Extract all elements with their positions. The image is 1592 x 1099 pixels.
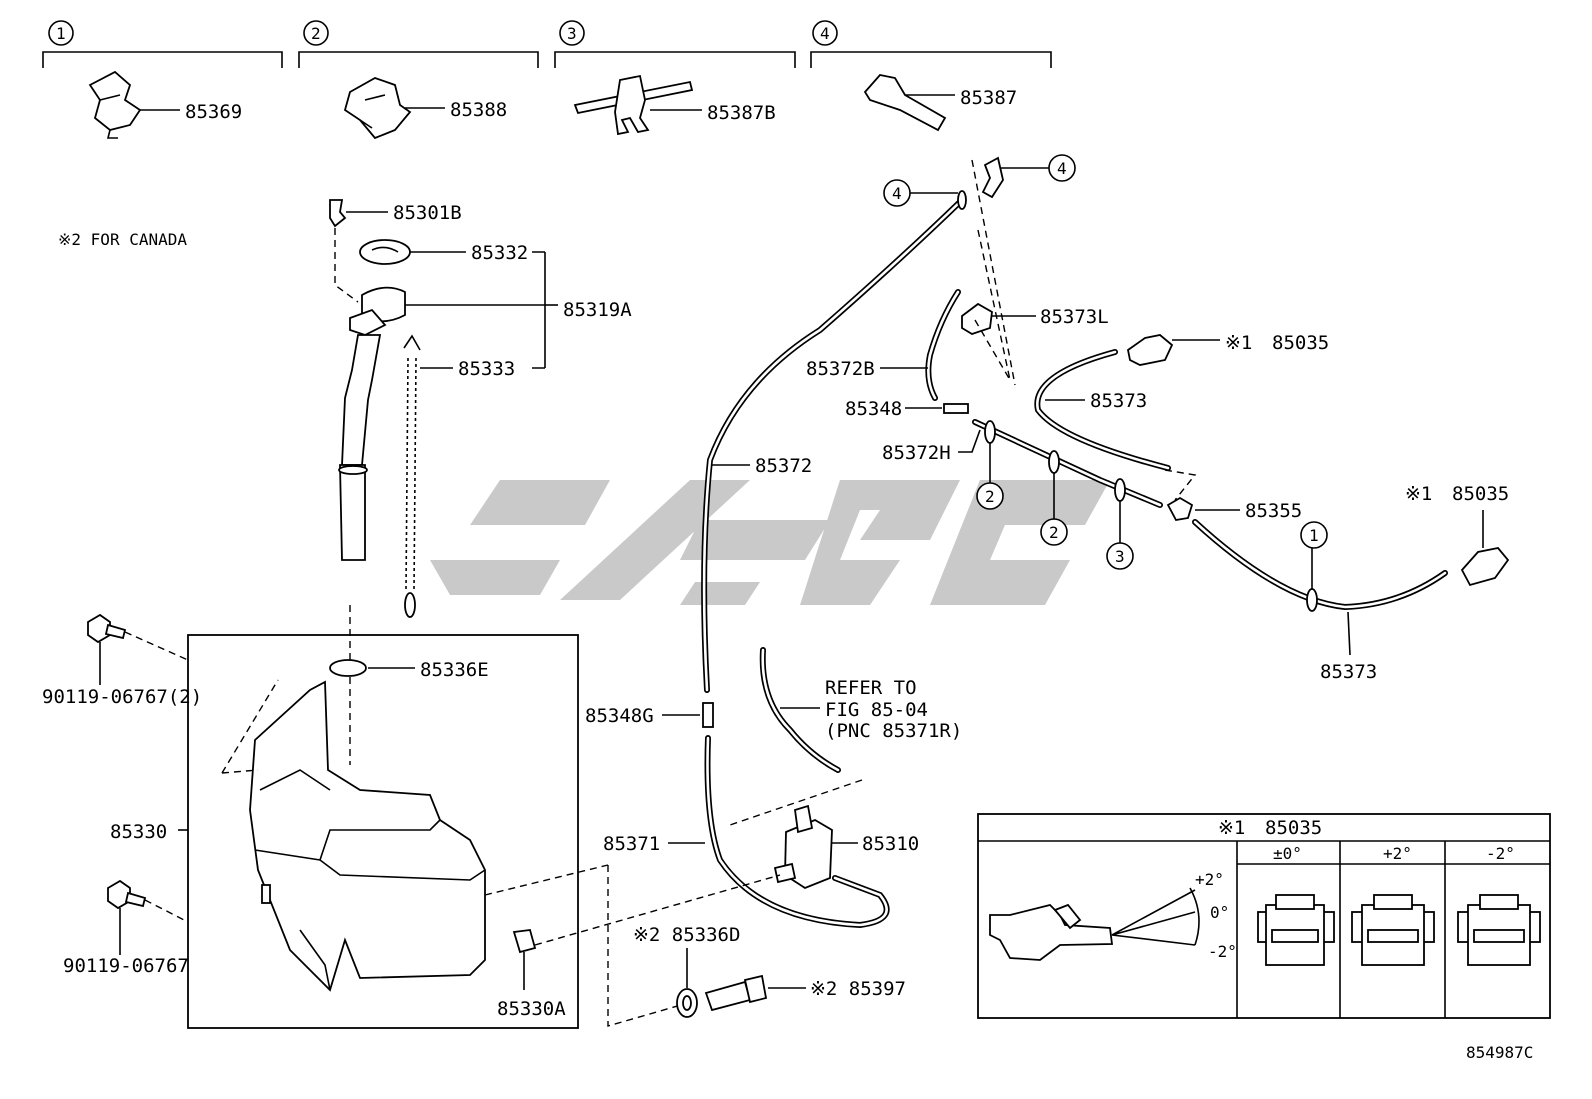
group-2-number: 2: [311, 24, 321, 43]
hose-85373-bottom: 1 85373: [1192, 519, 1448, 683]
hose-85373-top: 85373: [1034, 349, 1197, 501]
bolt-upper: 90119-06767(2): [42, 613, 202, 708]
group-4-number: 4: [820, 24, 830, 43]
inset-col-1: +2°: [1383, 844, 1412, 863]
connector-85348: 85348: [845, 398, 969, 420]
group-4: 4: [810, 20, 1052, 68]
tank-box: 85336E 85330 85330A: [110, 634, 579, 1029]
callout-2a-number: 2: [985, 487, 995, 506]
clip-85387: 85387: [863, 74, 1017, 132]
inset-nozzle-2: [1457, 894, 1541, 966]
label-85035-a: 85035: [1272, 332, 1329, 354]
inset-angle-minus: -2°: [1208, 942, 1237, 961]
hose-85372B: 85372B: [806, 289, 961, 401]
hose-refer: REFER TO FIG 85-04 (PNC 85371R): [729, 647, 962, 826]
callout-4a-number: 4: [892, 184, 902, 203]
label-85397: ※2 85397: [810, 978, 906, 1000]
watermark-logo: [430, 480, 1110, 605]
label-85333: 85333: [458, 358, 515, 380]
group-3: 3: [554, 20, 796, 68]
label-85372H: 85372H: [882, 442, 951, 464]
inset-col-0: ±0°: [1273, 844, 1302, 863]
inset-nozzle-1: [1351, 894, 1435, 966]
label-85332: 85332: [471, 242, 528, 264]
nozzle-85035-right: ※1 85035: [1405, 483, 1509, 587]
inset-col-2: -2°: [1486, 844, 1515, 863]
group-2: 2: [298, 20, 539, 68]
refer-line-3: (PNC 85371R): [825, 720, 962, 742]
label-85373L: 85373L: [1040, 306, 1109, 328]
label-85301B: 85301B: [393, 202, 462, 224]
pump-85310: 85310: [773, 804, 919, 890]
label-85388: 85388: [450, 99, 507, 121]
figure-code: 854987C: [1466, 1043, 1533, 1062]
leader-lines: [484, 864, 781, 1027]
label-85319A: 85319A: [563, 299, 632, 321]
callout-4b-number: 4: [1057, 159, 1067, 178]
filler-assembly: 85301B 85332 85319A 85333: [329, 199, 632, 765]
nozzle-85035-top: ※1 85035: [1127, 332, 1329, 366]
group-1-number: 1: [56, 24, 66, 43]
mark-85035-a: ※1: [1225, 332, 1252, 354]
inset-angle-zero: 0°: [1210, 903, 1229, 922]
label-85372: 85372: [755, 455, 812, 477]
label-85387: 85387: [960, 87, 1017, 109]
inset-85035: ※1 85035 ±0° +2° -2° +2° 0° -2°: [977, 813, 1551, 1019]
clip-85387B: 85387B: [573, 74, 776, 136]
label-85355: 85355: [1245, 500, 1302, 522]
clip-85369: 85369: [88, 70, 242, 139]
callout-2b-number: 2: [1049, 523, 1059, 542]
label-85371: 85371: [603, 833, 660, 855]
group-1: 1: [42, 20, 283, 68]
mark-85035-b: ※1: [1405, 483, 1432, 505]
label-85369: 85369: [185, 101, 242, 123]
label-85330A: 85330A: [497, 998, 566, 1020]
inset-title-mark: ※1: [1218, 817, 1245, 839]
callout-1-number: 1: [1309, 526, 1319, 545]
inset-nozzle-0: [1257, 894, 1335, 966]
label-85373-top: 85373: [1090, 390, 1147, 412]
refer-line-1: REFER TO: [825, 677, 917, 699]
inset-angle-plus: +2°: [1195, 870, 1224, 889]
callout-3-number: 3: [1115, 547, 1125, 566]
inset-title-part: 85035: [1265, 817, 1322, 839]
callout-4-left: 4: [883, 179, 967, 210]
hose-85372H: 85372H 2 2 3: [882, 419, 1163, 570]
label-bolt-b: 90119-06767: [63, 955, 189, 977]
nozzle-85373L: 85373L: [961, 302, 1109, 381]
group-3-number: 3: [567, 24, 577, 43]
label-85336D: ※2 85336D: [633, 924, 740, 946]
joint-85355: 85355: [1166, 496, 1302, 522]
hose-85372: 85372: [701, 197, 965, 693]
label-85348G: 85348G: [585, 705, 654, 727]
label-bolt-a: 90119-06767(2): [42, 686, 202, 708]
label-85387B: 85387B: [707, 102, 776, 124]
connector-85348G: 85348G: [585, 702, 714, 728]
label-85330: 85330: [110, 821, 167, 843]
bolt-lower: 90119-06767: [63, 879, 189, 977]
label-85348: 85348: [845, 398, 902, 420]
refer-line-2: FIG 85-04: [825, 699, 928, 721]
label-85372B: 85372B: [806, 358, 875, 380]
label-85373-bottom: 85373: [1320, 661, 1377, 683]
label-85035-b: 85035: [1452, 483, 1509, 505]
sensor-85397: ※2 85397: [704, 974, 906, 1012]
callout-4-right: 4: [971, 154, 1076, 386]
note-canada: ※2 FOR CANADA: [58, 230, 187, 249]
label-85336E: 85336E: [420, 659, 489, 681]
grommet-85336D: ※2 85336D: [633, 924, 740, 1018]
clip-85388: 85388: [343, 77, 507, 140]
hose-85371: 85371: [603, 735, 890, 929]
label-85310: 85310: [862, 833, 919, 855]
